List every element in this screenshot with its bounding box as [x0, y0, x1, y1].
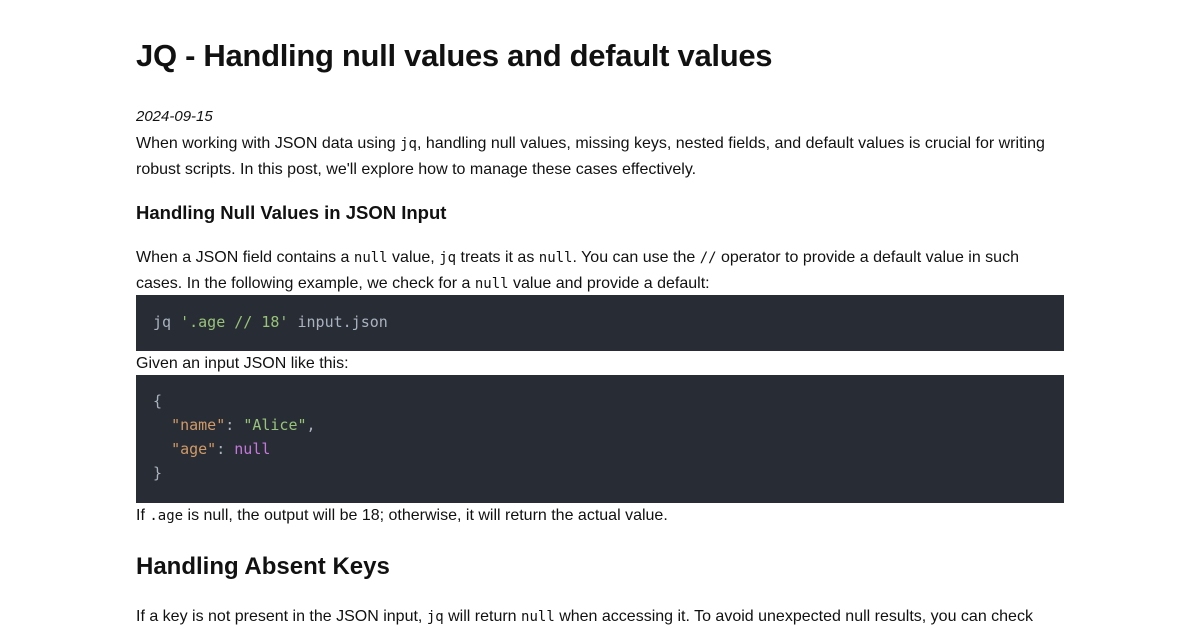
- result-paragraph: If .age is null, the output will be 18; …: [136, 507, 668, 524]
- section-heading-absent-keys: Handling Absent Keys: [136, 553, 390, 580]
- section-heading-null-values: Handling Null Values in JSON Input: [136, 202, 447, 223]
- inline-code: jq: [400, 136, 417, 152]
- given-input-text: Given an input JSON like this:: [136, 355, 349, 372]
- page-title: JQ - Handling null values and default va…: [136, 38, 773, 73]
- code-block-command: jq '.age // 18' input.json: [136, 295, 1064, 351]
- post-date: 2024-09-15: [136, 108, 213, 125]
- code-block-json: { "name": "Alice", "age": null }: [136, 375, 1064, 503]
- null-values-paragraph: When a JSON field contains a null value,…: [136, 249, 1019, 292]
- absent-keys-paragraph: If a key is not present in the JSON inpu…: [136, 608, 1033, 625]
- intro-paragraph: When working with JSON data using jq, ha…: [136, 135, 1045, 178]
